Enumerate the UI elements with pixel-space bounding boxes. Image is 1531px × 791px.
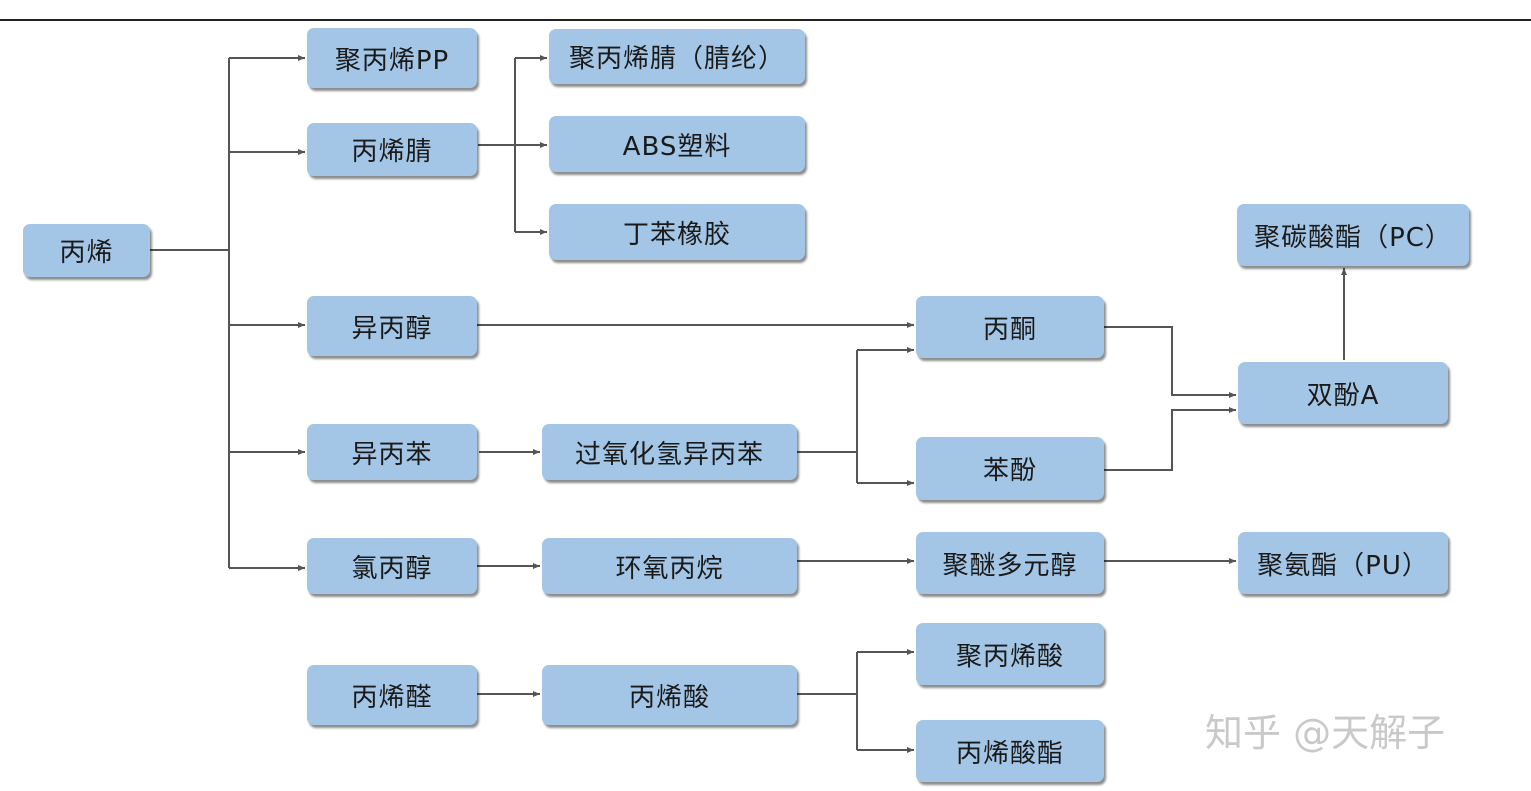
top-rule xyxy=(0,19,1531,21)
node-acetone: 丙酮 xyxy=(916,296,1104,358)
node-polyacrylic-acid: 聚丙烯酸 xyxy=(916,623,1104,685)
edge-phenol-bpa xyxy=(1104,407,1236,471)
node-cumene: 异丙苯 xyxy=(307,424,477,480)
node-acrolein: 丙烯醛 xyxy=(307,665,477,725)
node-propylene: 丙烯 xyxy=(23,224,150,277)
node-acrylonitrile: 丙烯腈 xyxy=(307,123,477,176)
node-polyurethane: 聚氨酯（PU） xyxy=(1238,532,1448,594)
node-polycarbonate: 聚碳酸酯（PC） xyxy=(1237,204,1469,266)
node-abs: ABS塑料 xyxy=(549,116,805,172)
node-epoxy-propane: 环氧丙烷 xyxy=(542,538,797,594)
node-isopropanol: 异丙醇 xyxy=(307,296,477,356)
node-bisphenol-a: 双酚A xyxy=(1238,362,1448,424)
edge-acetone-bpa xyxy=(1104,326,1236,398)
node-polyacrylonitrile: 聚丙烯腈（腈纶） xyxy=(549,29,805,84)
node-polypropylene: 聚丙烯PP xyxy=(307,28,477,88)
node-acrylic-acid: 丙烯酸 xyxy=(542,665,797,725)
watermark: 知乎 @天解子 xyxy=(1205,711,1446,755)
node-phenol: 苯酚 xyxy=(916,437,1104,500)
node-chloropropanol: 氯丙醇 xyxy=(307,538,477,594)
node-acrylate: 丙烯酸酯 xyxy=(916,720,1104,782)
node-polyether-polyol: 聚醚多元醇 xyxy=(916,532,1104,594)
node-nbr: 丁苯橡胶 xyxy=(549,204,805,260)
node-cumene-hydroperoxide: 过氧化氢异丙苯 xyxy=(542,424,797,480)
